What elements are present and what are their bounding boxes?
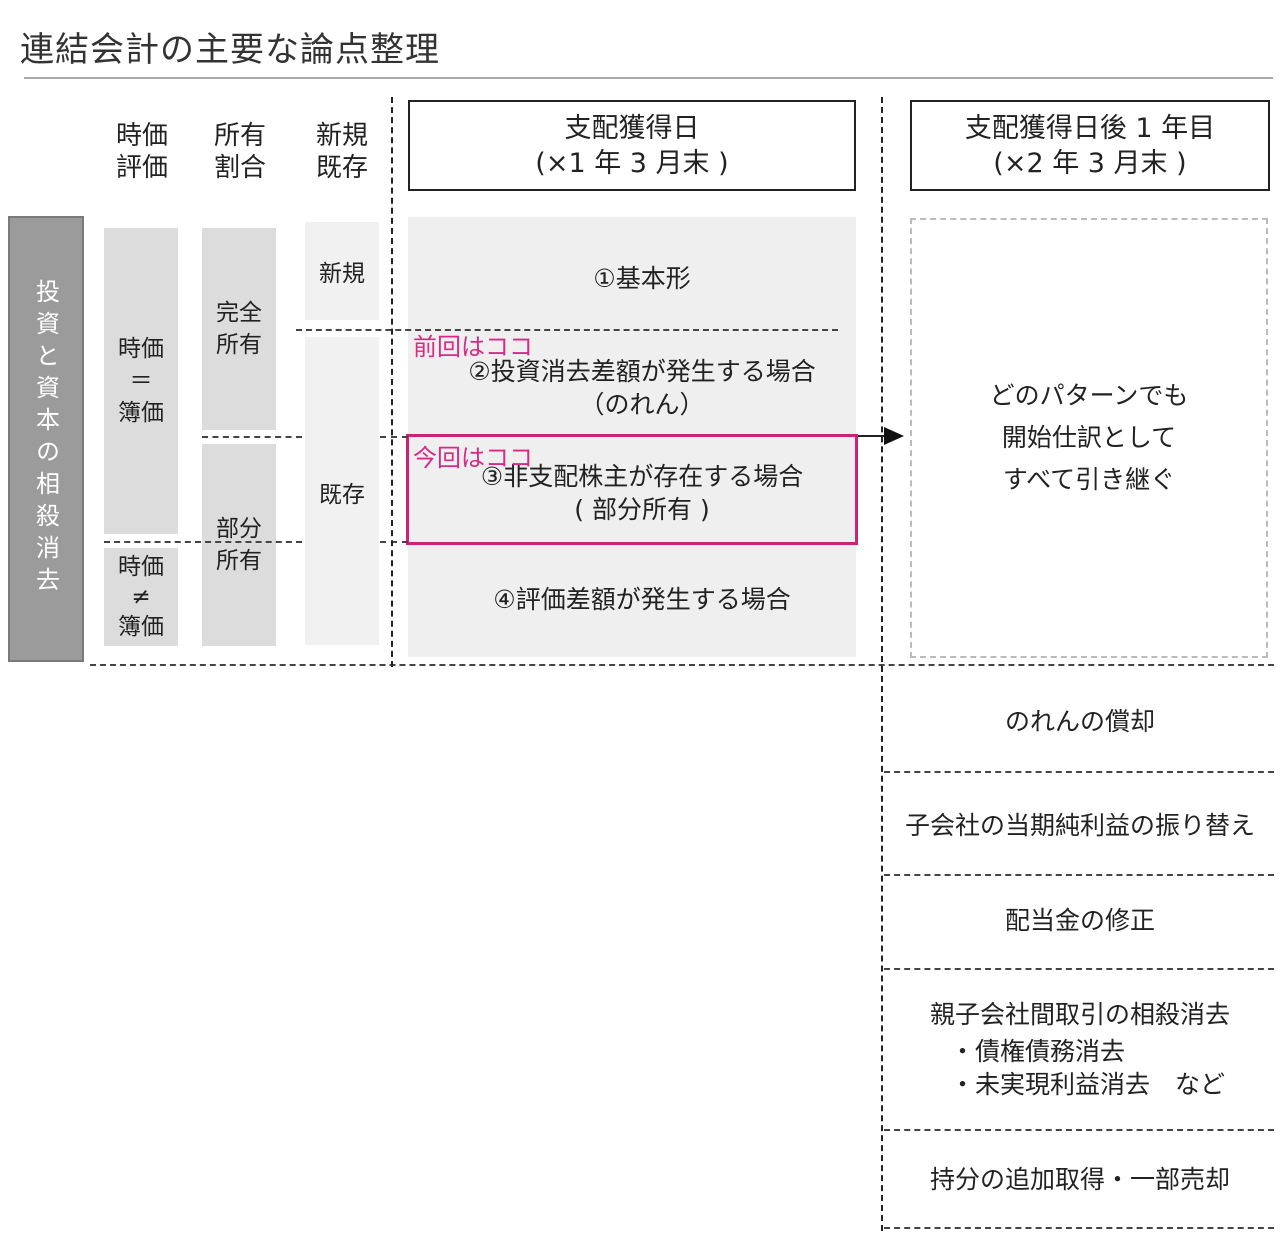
row-separator-5 — [884, 1227, 1274, 1229]
item-dividend-adjustment: 配当金の修正 — [884, 895, 1276, 943]
case-valuation-diff-label: ④評価差額が発生する場合 — [493, 585, 791, 614]
separator-ownership-b — [380, 436, 408, 438]
valuation-equal-line3: 簿価 — [118, 400, 164, 426]
header-valuation-line2: 評価 — [115, 153, 168, 183]
case-noncontrolling: ③非支配株主が存在する場合 ( 部分所有 ) — [408, 460, 876, 526]
year-one-period: (×2 年 3 月末 ) — [993, 147, 1187, 179]
separator-valuation-b — [380, 541, 408, 543]
new-cell: 新規 — [305, 222, 379, 320]
item-dividend-adjustment-label: 配当金の修正 — [1004, 906, 1155, 935]
acquisition-date-period: (×1 年 3 月末 ) — [535, 147, 729, 179]
row-separator-2 — [884, 874, 1274, 876]
case-goodwill-sub: （のれん） — [579, 390, 705, 419]
item-intercompany-bullet-2: ・未実現利益消去 など — [950, 1070, 1226, 1099]
header-new-existing: 新規 既存 — [304, 120, 380, 184]
acquisition-date-title: 支配獲得日 — [564, 112, 700, 144]
header-ownership: 所有 割合 — [202, 120, 278, 184]
ownership-full-line2: 所有 — [216, 332, 262, 358]
ownership-partial-line2: 所有 — [216, 548, 262, 574]
page-title: 連結会計の主要な論点整理 — [20, 30, 440, 70]
carry-over-line1: どのパターンでも — [989, 381, 1189, 410]
row-separator-3 — [884, 968, 1274, 970]
divider-vertical-left — [391, 97, 393, 667]
valuation-equal-cell: 時価 ＝ 簿価 — [104, 228, 178, 534]
carry-over-box: どのパターンでも 開始仕訳として すべて引き継ぐ — [910, 218, 1268, 658]
item-additional-acquisition-label: 持分の追加取得・一部売却 — [929, 1165, 1230, 1194]
investment-capital-elimination-label: 投資と資本の相殺消去 — [31, 279, 60, 599]
ownership-partial-line1: 部分 — [216, 516, 262, 542]
item-goodwill-amortization-label: のれんの償却 — [1004, 707, 1155, 736]
item-intercompany-bullet-1: ・債権債務消去 — [950, 1037, 1126, 1066]
case-noncontrolling-sub: ( 部分所有 ) — [574, 495, 710, 524]
case-noncontrolling-label: ③非支配株主が存在する場合 — [480, 462, 804, 491]
header-new-existing-line2: 既存 — [315, 153, 368, 183]
carry-arrow-icon — [884, 427, 904, 445]
cases-panel — [408, 217, 856, 657]
investment-capital-elimination-bar: 投資と資本の相殺消去 — [8, 216, 84, 662]
separator-valuation-a — [104, 541, 302, 543]
ownership-full-cell: 完全 所有 — [202, 228, 276, 430]
existing-label: 既存 — [319, 482, 365, 508]
case-goodwill: ②投資消去差額が発生する場合 （のれん） — [408, 355, 876, 421]
current-marker: 今回はココ — [413, 444, 533, 472]
row-separator-4 — [884, 1129, 1274, 1131]
case-valuation-diff: ④評価差額が発生する場合 — [408, 583, 876, 616]
header-new-existing-line1: 新規 — [315, 121, 368, 151]
valuation-not-equal-cell: 時価 ≠ 簿価 — [104, 548, 178, 646]
ownership-partial-cell: 部分 所有 — [202, 444, 276, 646]
previous-marker: 前回はココ — [413, 333, 533, 361]
valuation-not-equal-line1: 時価 — [118, 554, 164, 580]
header-valuation-line1: 時価 — [115, 121, 168, 151]
carry-arrow-shaft — [858, 435, 886, 437]
case-basic-label: ①基本形 — [593, 264, 691, 293]
header-ownership-line1: 所有 — [213, 121, 266, 151]
item-intercompany-title: 親子会社間取引の相殺消去 — [929, 1000, 1230, 1029]
item-net-income-transfer: 子会社の当期純利益の振り替え — [884, 800, 1276, 848]
header-ownership-line2: 割合 — [213, 153, 266, 183]
new-label: 新規 — [319, 261, 365, 287]
valuation-not-equal-line2: ≠ — [131, 584, 151, 610]
carry-over-line2: 開始仕訳として — [1001, 423, 1177, 452]
case-basic: ①基本形 — [408, 262, 876, 295]
item-additional-acquisition: 持分の追加取得・一部売却 — [884, 1154, 1276, 1202]
divider-vertical-right — [881, 97, 883, 1231]
item-net-income-transfer-label: 子会社の当期純利益の振り替え — [904, 811, 1255, 840]
year-one-title: 支配獲得日後 1 年目 — [964, 112, 1216, 144]
separator-bottom — [90, 664, 1274, 666]
case-goodwill-label: ②投資消去差額が発生する場合 — [468, 357, 816, 386]
separator-ownership-a — [202, 436, 302, 438]
acquisition-date-header: 支配獲得日 (×1 年 3 月末 ) — [408, 100, 856, 191]
valuation-equal-line2: ＝ — [129, 368, 153, 394]
valuation-equal-line1: 時価 — [118, 336, 164, 362]
carry-over-line3: すべて引き継ぐ — [1002, 465, 1176, 494]
valuation-not-equal-line3: 簿価 — [118, 614, 164, 640]
separator-new-existing — [296, 329, 838, 331]
year-one-header: 支配獲得日後 1 年目 (×2 年 3 月末 ) — [910, 100, 1270, 191]
current-highlight-box — [406, 434, 858, 545]
title-divider — [24, 77, 1273, 79]
item-intercompany-elimination: 親子会社間取引の相殺消去 ・債権債務消去 ・未実現利益消去 など — [884, 995, 1276, 1115]
header-valuation: 時価 評価 — [104, 120, 180, 184]
item-goodwill-amortization: のれんの償却 — [884, 696, 1276, 744]
row-separator-1 — [884, 771, 1274, 773]
existing-cell: 既存 — [305, 337, 379, 645]
ownership-full-line1: 完全 — [216, 300, 262, 326]
